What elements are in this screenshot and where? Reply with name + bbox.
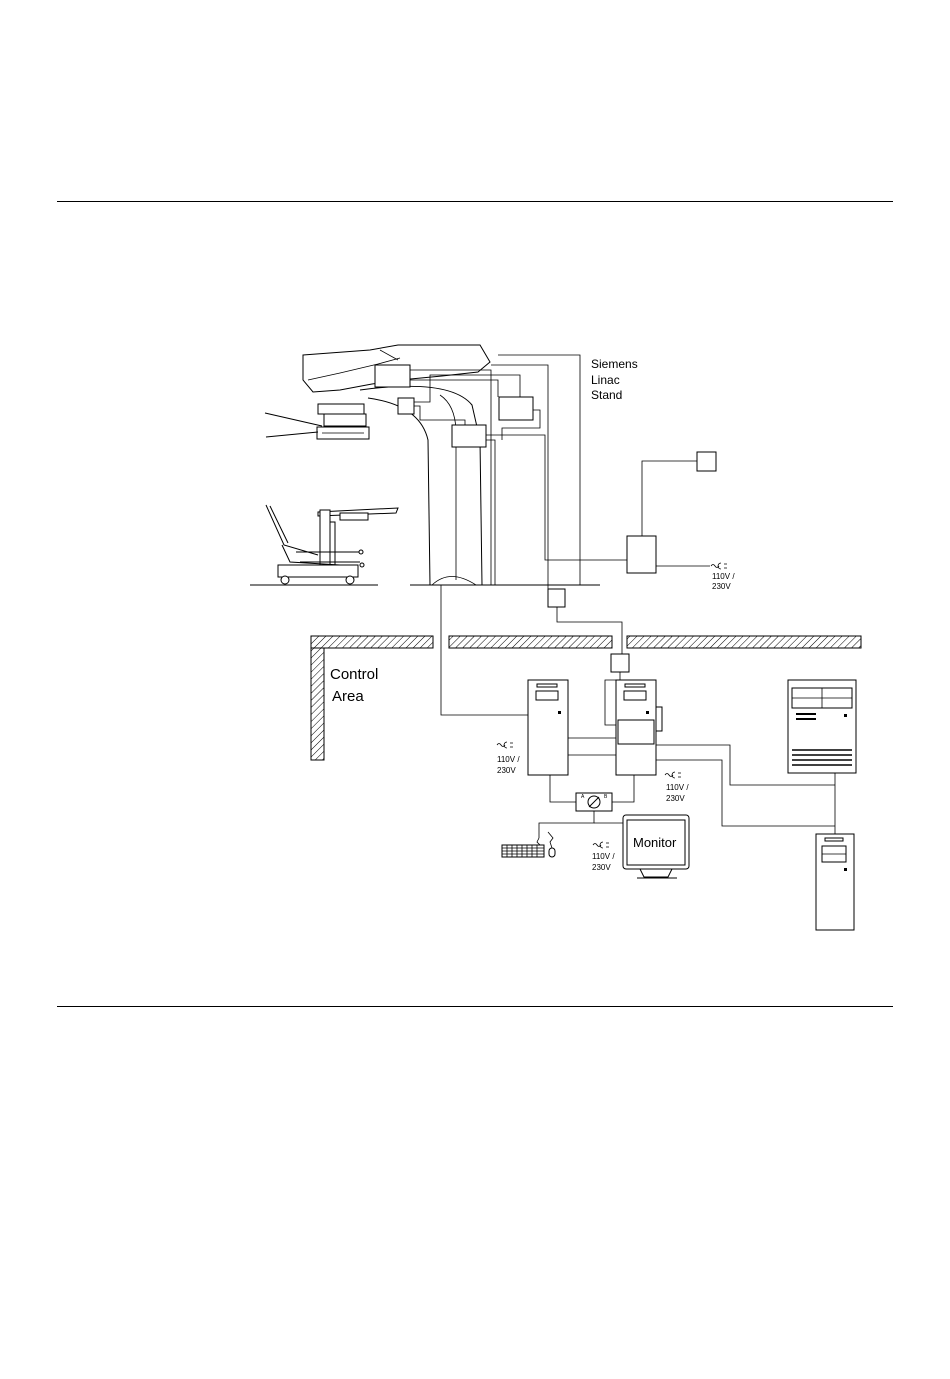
keyboard-icon	[502, 838, 544, 857]
power-label-3-line2: 230V	[666, 794, 685, 803]
computer-tower-1	[528, 680, 568, 775]
monitor: Monitor	[623, 815, 689, 878]
control-area-label-line2: Area	[332, 688, 364, 705]
power-plug-icon-2	[497, 742, 513, 748]
mouse-icon	[548, 832, 555, 857]
computer-tower-2	[616, 680, 662, 775]
kvm-switch: A B	[576, 793, 612, 811]
pointer-lines	[265, 413, 322, 437]
power-label-4-line2: 230V	[592, 863, 611, 872]
control-area-wall	[311, 636, 861, 760]
power-label-2-line2: 230V	[497, 766, 516, 775]
stand-label-line3: Stand	[591, 388, 622, 402]
power-plug-icon-3	[665, 772, 681, 778]
control-area-label-line1: Control	[330, 666, 378, 683]
power-label-3-line1: 110V /	[666, 783, 689, 792]
power-label-4-line1: 110V /	[592, 852, 615, 861]
server-cabinet	[788, 680, 856, 773]
power-plug-icon-4	[593, 842, 609, 848]
power-label-1-line2: 230V	[712, 582, 731, 591]
power-plug-icon-1	[711, 563, 727, 569]
power-label-2-line1: 110V /	[497, 755, 520, 764]
stand-label-line2: Linac	[591, 373, 620, 387]
computer-tower-3	[816, 834, 854, 930]
room-boxes	[375, 365, 716, 672]
patient-couch	[266, 505, 398, 584]
monitor-label: Monitor	[633, 835, 677, 850]
power-label-1-line1: 110V /	[712, 572, 735, 581]
cabling	[410, 355, 710, 725]
stand-label-line1: Siemens	[591, 357, 638, 371]
